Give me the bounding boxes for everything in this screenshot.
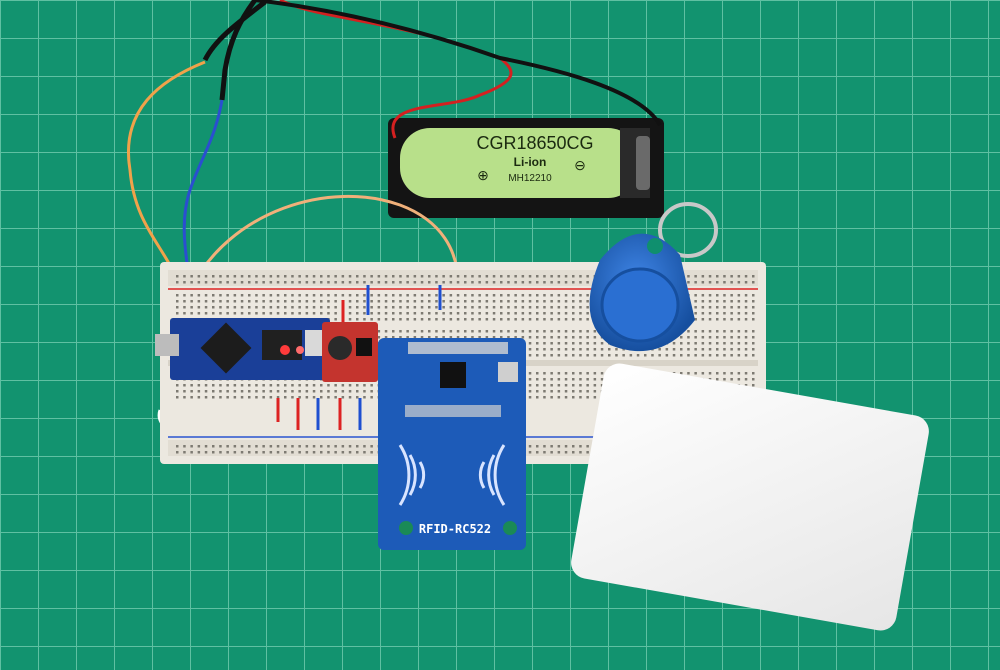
rfid-card — [571, 363, 929, 631]
blue-jumper — [182, 99, 224, 286]
rfid-chip — [440, 362, 466, 388]
rfid-keyfob — [589, 202, 718, 352]
battery-red-lead — [279, 0, 513, 139]
battery-cell — [400, 128, 638, 198]
battery-black-lead — [254, 0, 662, 127]
battery-code-text: MH12210 — [508, 173, 552, 184]
power-module — [322, 322, 378, 382]
orange-jumper-2 — [188, 194, 460, 291]
usb-connector — [155, 334, 179, 356]
board-short-jumpers — [276, 285, 442, 430]
rfid-board-label: RFID-RC522 — [419, 522, 491, 536]
rfid-module: RFID-RC522 — [378, 338, 526, 550]
arduino-nano-board — [155, 318, 330, 380]
battery-holder: CGR18650CG Li-ion MH12210 ⊕ ⊖ — [388, 118, 664, 218]
battery-plus-symbol: ⊕ — [477, 167, 489, 183]
battery-chemistry-text: Li-ion — [514, 155, 547, 169]
orange-jumper-1 — [127, 60, 206, 291]
battery-minus-symbol: ⊖ — [574, 157, 586, 173]
key-ring — [658, 202, 718, 258]
battery-model-text: CGR18650CG — [476, 133, 593, 153]
battery-spring — [636, 136, 650, 190]
